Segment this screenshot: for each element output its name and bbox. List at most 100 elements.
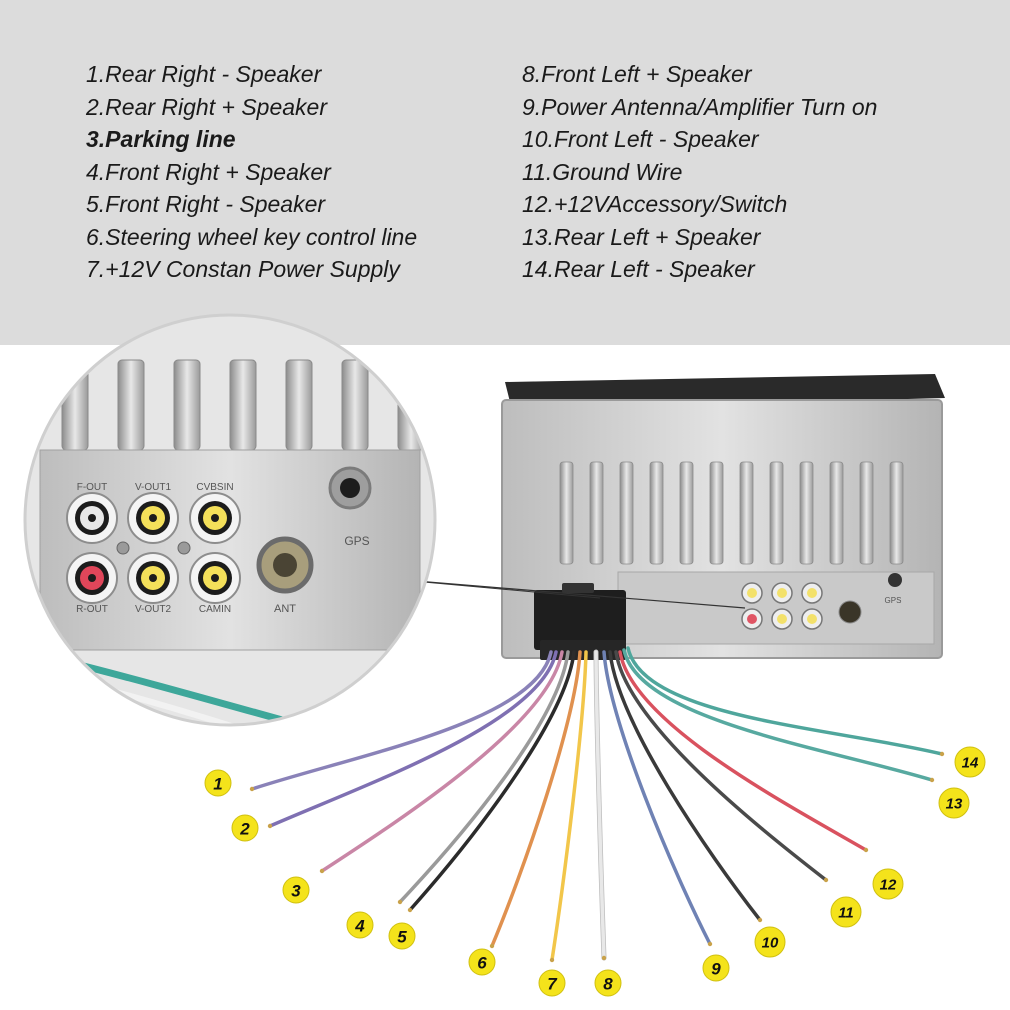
legend-item: 14.Rear Left - Speaker	[522, 256, 755, 282]
wire-tip	[863, 847, 869, 853]
wire	[602, 650, 712, 946]
cooling-fin	[739, 461, 754, 565]
small-antenna-socket	[838, 600, 862, 624]
wire-number-label: 11	[838, 905, 854, 922]
rca-jack-pin	[149, 514, 157, 522]
wire-number-badge	[938, 787, 970, 819]
wire-tip	[249, 786, 255, 792]
wire-number-label: 14	[962, 755, 979, 772]
rear-panel	[617, 571, 935, 645]
antenna-socket-inner	[273, 553, 297, 577]
cooling-fin	[589, 461, 604, 565]
wire	[490, 650, 582, 948]
wire-tip	[823, 877, 829, 883]
cooling-fin	[619, 461, 634, 565]
legend-item: 4.Front Right + Speaker	[86, 158, 331, 185]
wire-number-label: 6	[477, 954, 487, 973]
wire-tip	[267, 823, 273, 829]
wire-tip	[707, 941, 713, 947]
wire	[618, 650, 868, 852]
wire	[250, 650, 553, 791]
wire-number-badge	[830, 896, 862, 928]
cooling-fin	[799, 461, 814, 565]
rca-jack-pin	[211, 514, 219, 522]
wire	[614, 650, 828, 882]
rca-port-label: CAMIN	[199, 604, 231, 615]
wire-number-label: 3	[291, 882, 301, 901]
legend-item: 10.Front Left - Speaker	[522, 126, 759, 152]
wire	[626, 646, 944, 756]
wire-tip	[319, 868, 325, 874]
small-rca-insert	[777, 614, 787, 624]
wire-number-label: 9	[711, 960, 721, 979]
small-rca-insert	[747, 614, 757, 624]
wire-tip	[757, 917, 763, 923]
cooling-fin	[709, 461, 724, 565]
wire	[398, 650, 570, 904]
wire-number-badge	[538, 969, 566, 997]
zoom-fin	[229, 359, 257, 451]
gps-hole-inner	[340, 478, 360, 498]
wire-number-badge	[468, 948, 496, 976]
wire-number-label: 5	[397, 928, 407, 947]
wire-number-label: 10	[762, 935, 779, 952]
cooling-fin	[829, 461, 844, 565]
wire-number-badge	[872, 868, 904, 900]
small-rca-insert	[807, 588, 817, 598]
legend-item: 6.Steering wheel key control line	[86, 223, 418, 250]
legend-item: 8.Front Left + Speaker	[522, 61, 752, 87]
zoom-fin	[173, 359, 201, 451]
wire	[550, 650, 588, 962]
cooling-fin	[769, 461, 784, 565]
legend-item: 3.Parking line	[86, 126, 236, 152]
cooling-fin	[559, 461, 574, 565]
wire-number-label: 2	[239, 820, 250, 839]
legend-item: 7.+12V Constan Power Supply	[86, 256, 400, 282]
small-gps-hole	[888, 573, 902, 587]
zoom-pointer-line	[379, 577, 746, 609]
wire-number-label: 1	[213, 775, 222, 794]
zoom-fin	[341, 359, 369, 451]
cooling-fin	[649, 461, 664, 565]
rca-port-label: V-OUT1	[135, 482, 172, 493]
wire-tip	[407, 907, 413, 913]
small-rca-insert	[777, 588, 787, 598]
wire-number-badge	[231, 814, 259, 842]
small-rca-insert	[747, 588, 757, 598]
wire-number-badge	[754, 926, 786, 958]
zoom-fin	[397, 359, 425, 451]
wire-tip	[397, 899, 403, 905]
wire-number-label: 4	[354, 917, 365, 936]
wire-number-badge	[388, 922, 416, 950]
head-unit: GPS	[501, 374, 945, 660]
wire-harness	[249, 646, 945, 963]
rca-jack-pin	[88, 514, 96, 522]
wire	[268, 650, 558, 828]
zoom-fin	[285, 359, 313, 451]
wire	[608, 650, 762, 922]
wire-tip	[549, 957, 555, 963]
rca-port-label: R-OUT	[76, 604, 108, 615]
cooling-fin	[859, 461, 874, 565]
antenna-label: ANT	[274, 603, 296, 615]
rca-port-label: CVBSIN	[196, 482, 233, 493]
cooling-fins	[559, 461, 904, 565]
small-gps-label: GPS	[885, 596, 902, 605]
rca-jack-pin	[211, 574, 219, 582]
wire-number-badge	[702, 954, 730, 982]
legend-item: 2.Rear Right + Speaker	[86, 93, 327, 120]
wire-number-badge	[346, 911, 374, 939]
wire-tip	[929, 777, 935, 783]
legend-item: 13.Rear Left + Speaker	[522, 223, 761, 250]
wire-tip	[489, 943, 495, 949]
connector-latch	[562, 583, 594, 593]
zoom-border	[23, 313, 437, 727]
legend-item: 11.Ground Wire	[522, 158, 683, 185]
wire-number-label: 13	[946, 796, 963, 813]
